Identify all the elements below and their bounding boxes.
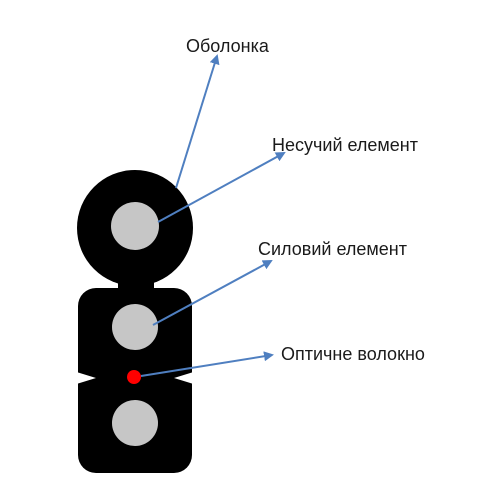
label-strength: Силовий елемент: [258, 239, 407, 259]
sheath-arrow: [175, 54, 220, 189]
label-carrier: Несучий елемент: [272, 135, 418, 155]
carrier-element: [111, 202, 159, 250]
label-fiber: Оптичне волокно: [281, 344, 425, 364]
strength-element-bottom: [112, 400, 158, 446]
cable-cross-section: [70, 170, 200, 473]
fiber-arrow: [140, 351, 274, 377]
carrier-arrow: [157, 152, 286, 223]
optical-fiber: [127, 370, 141, 384]
right-tear-notch: [174, 370, 200, 386]
label-sheath: Оболонка: [186, 36, 270, 56]
strength-element-top: [112, 304, 158, 350]
leader-arrows: [140, 54, 286, 377]
labels: Оболонка Несучий елемент Силовий елемент…: [186, 36, 425, 364]
left-tear-notch: [70, 370, 96, 386]
strength-arrow: [152, 260, 273, 326]
